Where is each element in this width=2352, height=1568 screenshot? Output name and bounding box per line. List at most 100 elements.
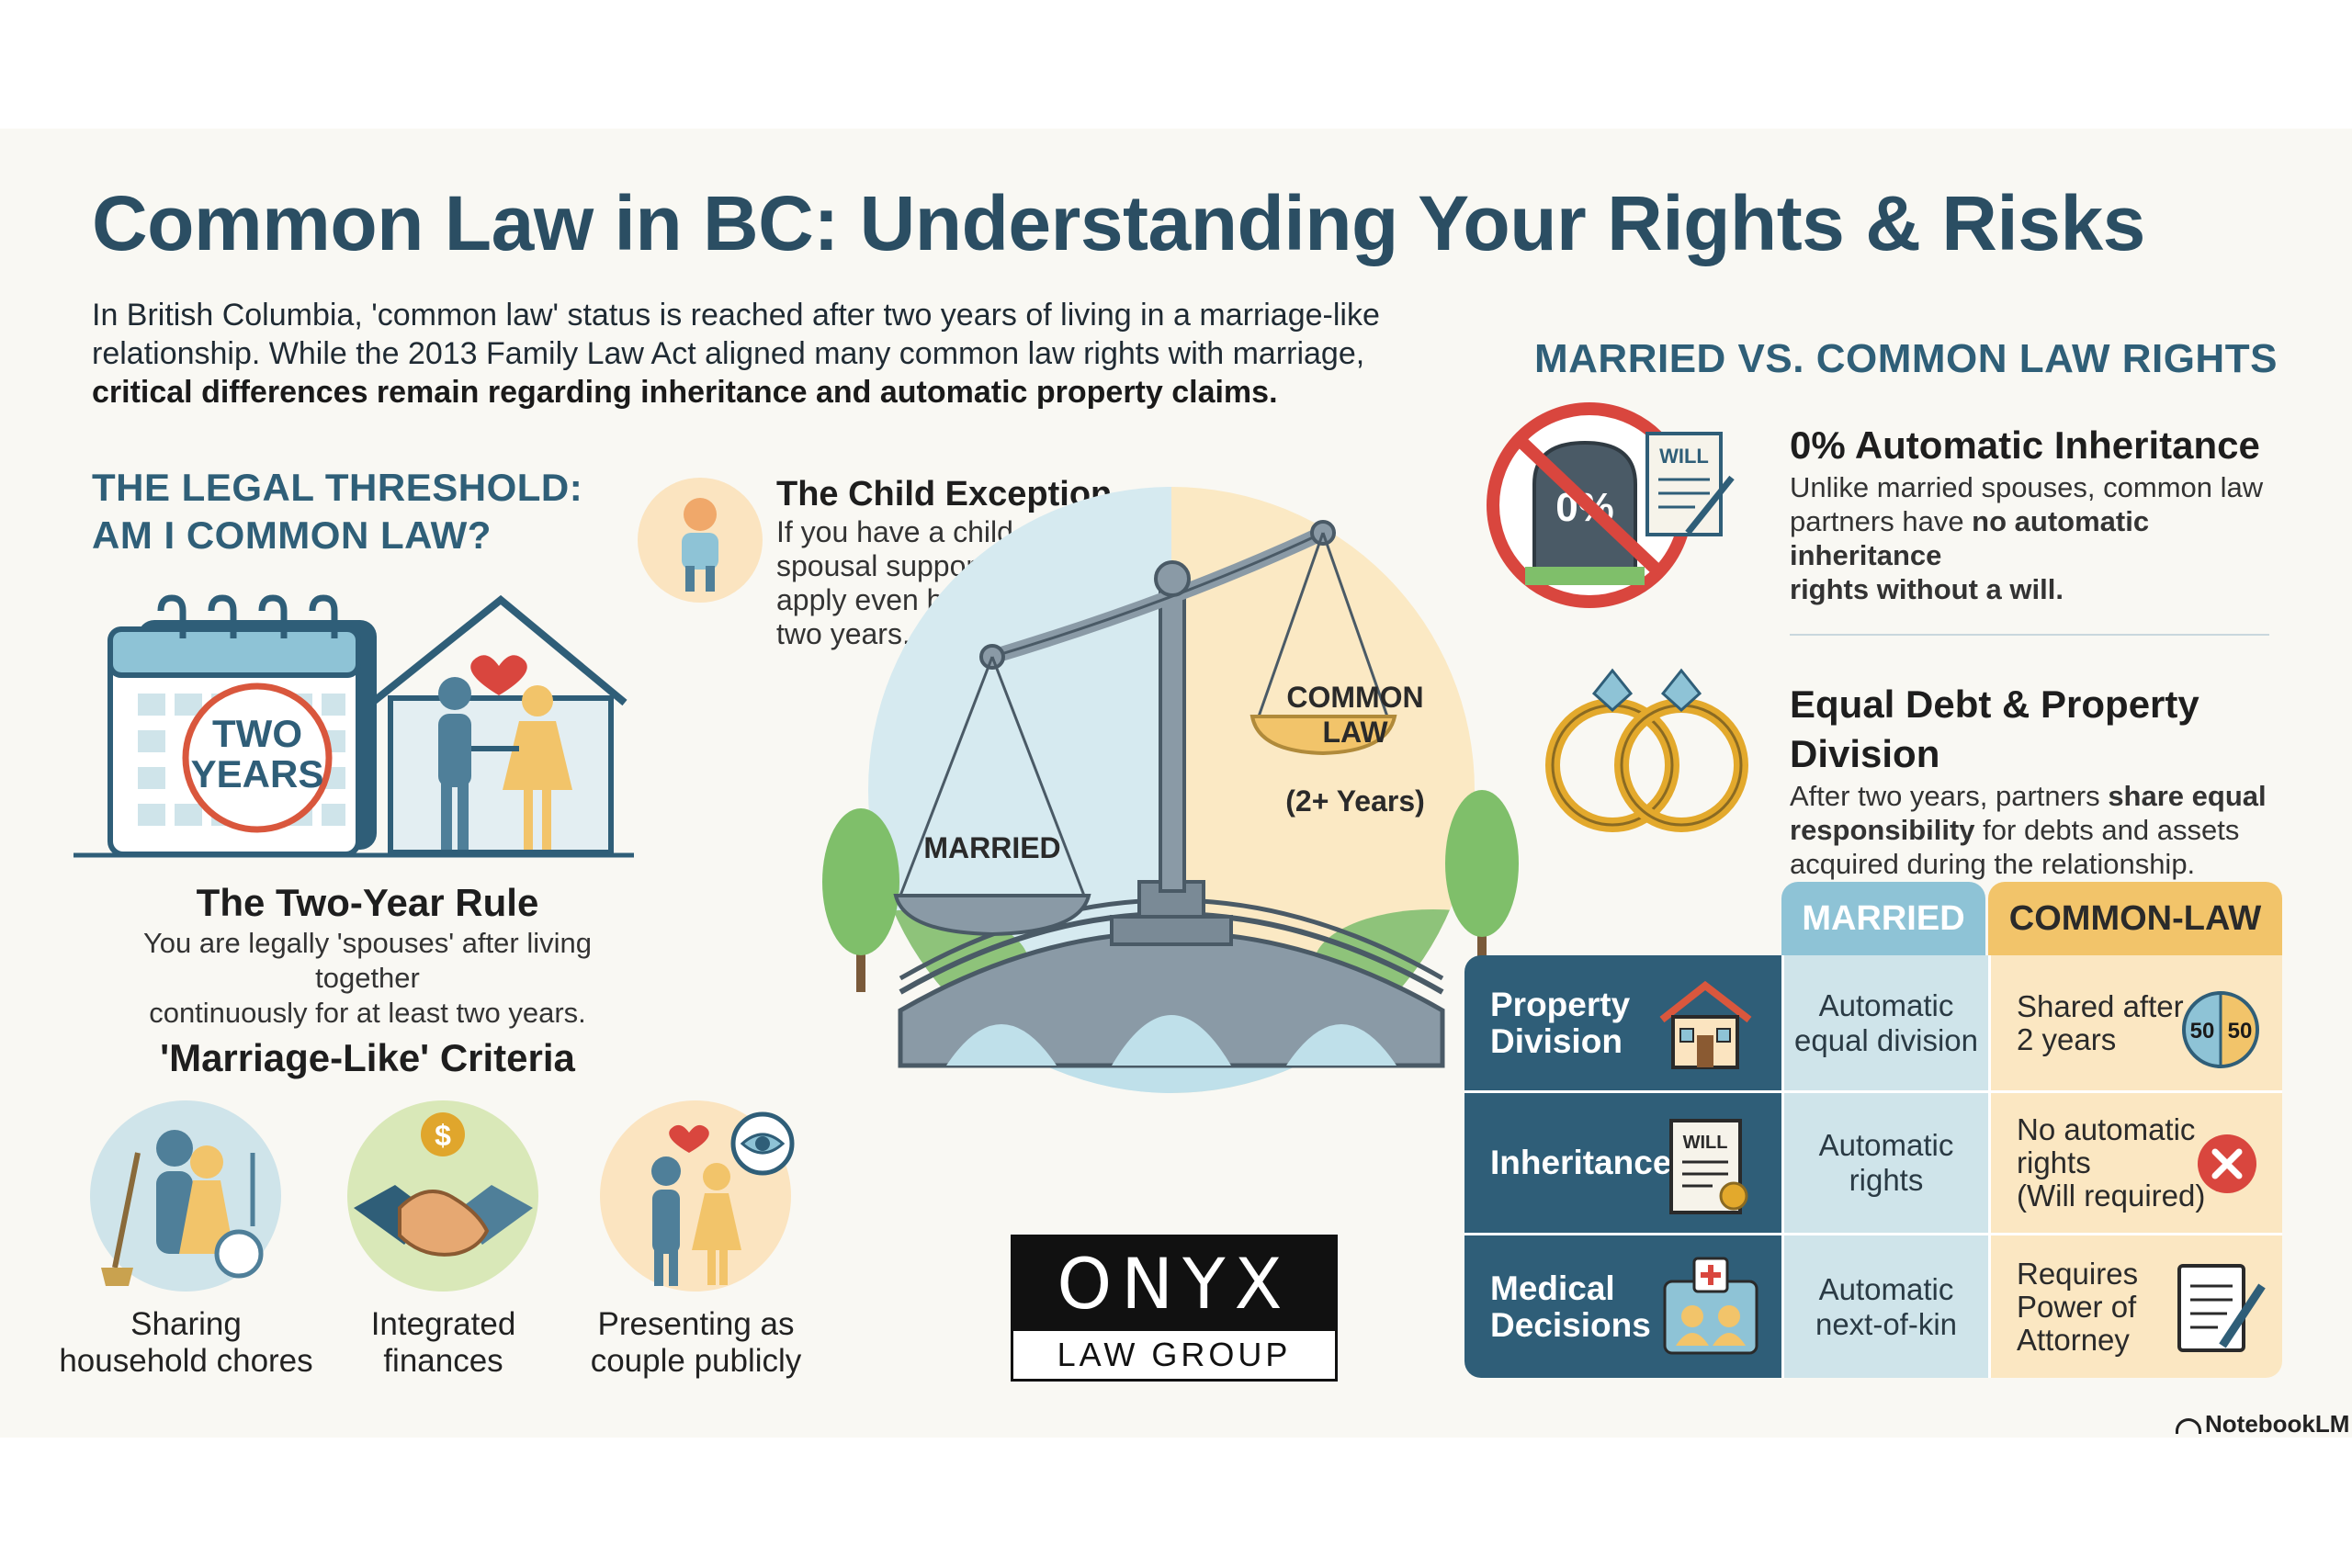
x-mark-icon xyxy=(2198,1134,2256,1193)
inheritance-title: 0% Automatic Inheritance xyxy=(1790,423,2260,467)
cell-married-medical-line-2: next-of-kin xyxy=(1815,1306,1958,1341)
intro-paragraph: In British Columbia, 'common law' status… xyxy=(92,296,1452,412)
calendar-text-two: TWO xyxy=(212,712,302,755)
tree-icon xyxy=(1445,790,1519,983)
two-year-rule-title: The Two-Year Rule xyxy=(196,881,539,924)
fifty-right-label: 50 xyxy=(2228,1019,2253,1043)
scale-married-label: MARRIED xyxy=(923,831,1060,864)
scale-common-label-line-1: COMMON xyxy=(1286,681,1423,714)
bridge-icon xyxy=(898,897,1445,1068)
watermark-text: NotebookLM xyxy=(2205,1410,2350,1438)
inheritance-line-1: Unlike married spouses, common law xyxy=(1790,471,2264,503)
row-label-medical-line-1: Medical xyxy=(1490,1269,1615,1307)
no-inheritance-icon: 0% WILL xyxy=(1487,402,1735,608)
cell-married-medical-line-1: Automatic xyxy=(1818,1271,1954,1306)
child-exception-line-4: two years. xyxy=(776,617,910,650)
cell-common-property-line-1: Shared after xyxy=(2017,988,2184,1023)
inheritance-line-2: partners have no automatic inheritance xyxy=(1790,504,2304,572)
threshold-heading: THE LEGAL THRESHOLD: AM I COMMON LAW? xyxy=(92,464,680,559)
cell-married-medical-text: Automatic next-of-kin xyxy=(1815,1272,1957,1342)
will-document-icon: WILL xyxy=(1669,1119,1748,1214)
column-header-married: MARRIED xyxy=(1781,882,1985,955)
cell-married-inheritance-line-1: Automatic xyxy=(1818,1128,1954,1162)
medical-icon xyxy=(1663,1257,1758,1355)
cell-common-medical-line-3: Attorney xyxy=(2017,1322,2130,1357)
handshake-icon: $ xyxy=(347,1100,538,1292)
intro-line-3: critical differences remain regarding in… xyxy=(92,373,1452,412)
cell-common-property-text: Shared after 2 years xyxy=(2017,988,2184,1056)
svg-text:$: $ xyxy=(435,1119,451,1152)
rights-divider xyxy=(1790,634,2269,636)
notebooklm-watermark: NotebookLM xyxy=(2176,1410,2349,1438)
cell-common-property-line-2: 2 years xyxy=(2017,1021,2117,1056)
inheritance-line-3-bold: rights without a will. xyxy=(1790,573,2064,605)
scale-common-sub-label: (2+ Years) xyxy=(1285,784,1425,818)
threshold-heading-line-2: AM I COMMON LAW? xyxy=(92,513,492,557)
criteria-finances-caption: Integrated finances xyxy=(312,1306,574,1380)
criteria-finances-line-1: Integrated xyxy=(370,1306,516,1342)
cell-married-medical: Automatic next-of-kin xyxy=(1781,1235,1988,1378)
fifty-fifty-icon: 50 50 xyxy=(2182,991,2259,1068)
page-title: Common Law in BC: Understanding Your Rig… xyxy=(92,180,2145,266)
column-header-common-law: COMMON-LAW xyxy=(1988,882,2282,955)
two-year-rule: The Two-Year Rule You are legally 'spous… xyxy=(92,880,643,1031)
criteria-couple-caption: Presenting as couple publicly xyxy=(565,1306,827,1380)
criteria-chores-caption: Sharing household chores xyxy=(55,1306,317,1380)
child-icon xyxy=(638,478,763,603)
scale-common-label-line-2: LAW xyxy=(1322,716,1388,749)
rights-heading: MARRIED VS. COMMON LAW RIGHTS xyxy=(1534,336,2278,381)
cell-common-medical-text: Requires Power of Attorney xyxy=(2017,1256,2139,1357)
cell-common-medical-line-1: Requires xyxy=(2017,1256,2139,1291)
inheritance-line-3: rights without a will. xyxy=(1790,572,2304,606)
row-label-medical: Medical Decisions xyxy=(1490,1269,1651,1344)
two-year-rule-line-1: You are legally 'spouses' after living t… xyxy=(142,927,593,994)
will-label: WILL xyxy=(1659,445,1709,468)
criteria-title: 'Marriage-Like' Criteria xyxy=(160,1036,575,1079)
cell-common-inheritance-line-3: (Will required) xyxy=(2017,1179,2206,1213)
logo-name: ONYX xyxy=(1057,1243,1292,1325)
row-label-property-line-2: Division xyxy=(1490,1021,1623,1060)
cell-married-property-line-2: equal division xyxy=(1794,1022,1978,1057)
cell-common-inheritance-line-2: rights xyxy=(2017,1145,2091,1179)
house-icon xyxy=(1659,980,1752,1069)
debt-title: Equal Debt & Property Division xyxy=(1790,682,2199,775)
onyx-logo: ONYX LAW GROUP xyxy=(1011,1235,1338,1382)
threshold-heading-line-1: THE LEGAL THRESHOLD: xyxy=(92,466,583,509)
justice-scale-icon: MARRIED COMMON LAW (2+ Years) xyxy=(893,520,1425,946)
intro-line-1: In British Columbia, 'common law' status… xyxy=(92,298,1380,333)
inheritance-line-2-bold: no automatic inheritance xyxy=(1790,505,2150,571)
cell-married-inheritance-text: Automatic rights xyxy=(1819,1128,1954,1198)
debt-line-1-bold: share equal xyxy=(2108,780,2267,812)
logo-sub: LAW GROUP xyxy=(1013,1331,1335,1379)
cell-married-inheritance: Automatic rights xyxy=(1781,1093,1988,1235)
intro-bold-text: critical differences remain regarding in… xyxy=(92,375,1278,410)
debt-line-1: After two years, partners share equal xyxy=(1790,779,2304,813)
cell-common-medical-line-2: Power of xyxy=(2017,1289,2137,1324)
debt-line-2-bold: responsibility xyxy=(1790,814,1975,846)
row-label-property-line-1: Property xyxy=(1490,985,1631,1023)
notebooklm-icon xyxy=(2176,1417,2201,1434)
cell-common-inheritance-line-1: No automatic xyxy=(2017,1112,2196,1146)
calendar-text-years: YEARS xyxy=(191,752,324,795)
calendar-icon: TWO YEARS xyxy=(107,594,377,857)
fifty-left-label: 50 xyxy=(2190,1019,2215,1043)
two-year-rule-illustration: TWO YEARS xyxy=(74,594,634,858)
criteria-chores-line-1: Sharing xyxy=(130,1306,242,1342)
rings-icon xyxy=(1545,668,1748,832)
cell-married-property-line-1: Automatic xyxy=(1818,987,1954,1022)
criteria-chores-line-2: household chores xyxy=(59,1343,313,1379)
inheritance-block: 0% Automatic Inheritance Unlike married … xyxy=(1790,421,2304,606)
intro-line-2: relationship. While the 2013 Family Law … xyxy=(92,336,1365,371)
comparison-table: MARRIED COMMON-LAW Property Division Aut… xyxy=(1464,882,2282,1378)
cell-common-inheritance-text: No automatic rights (Will required) xyxy=(2017,1113,2205,1213)
table-will-label: WILL xyxy=(1683,1133,1728,1153)
cell-married-property: Automatic equal division xyxy=(1781,955,1988,1093)
child-exception-line-1: If you have a child, xyxy=(776,515,1022,548)
debt-line-2: responsibility for debts and assets xyxy=(1790,813,2304,847)
tree-icon xyxy=(822,808,899,992)
cell-married-property-text: Automatic equal division xyxy=(1794,988,1978,1058)
debt-line-2-text: for debts and assets xyxy=(1974,814,2240,846)
debt-block: Equal Debt & Property Division After two… xyxy=(1790,680,2304,881)
inheritance-line-2-text: partners have xyxy=(1790,505,1973,537)
